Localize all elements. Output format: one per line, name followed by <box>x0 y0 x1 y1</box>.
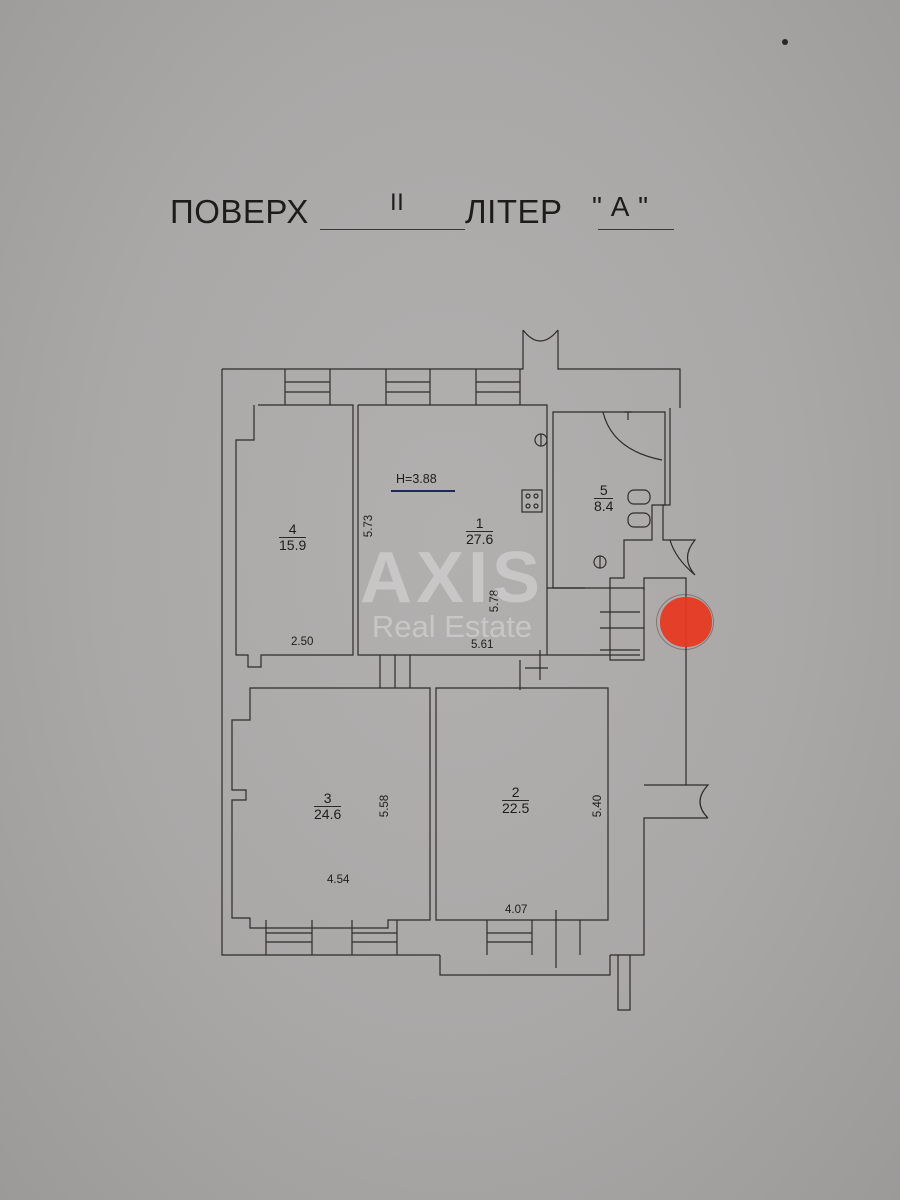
room-area: 27.6 <box>466 531 494 547</box>
room-number: 4 <box>279 522 307 538</box>
dim-room4-height: 5.73 <box>363 514 376 538</box>
room-2-label: 2 22.5 <box>502 785 530 816</box>
floor-value: II <box>390 189 405 216</box>
room-number: 2 <box>502 785 530 801</box>
room-number: 5 <box>594 483 614 499</box>
dim-room3-height: 5.58 <box>379 794 392 818</box>
dim-room3-width: 4.54 <box>327 874 350 886</box>
dim-room2-height: 5.40 <box>592 794 605 818</box>
outer-wall-left <box>221 369 440 956</box>
letter-value: " А " <box>592 191 649 222</box>
ink-speck <box>782 39 788 45</box>
outer-wall-top <box>222 330 681 408</box>
dim-room1-width: 5.61 <box>471 639 494 651</box>
red-stamp-mark <box>656 594 714 650</box>
floor-underline <box>320 229 465 230</box>
floor-label: ПОВЕРХ <box>170 193 309 230</box>
room-area: 24.6 <box>314 806 342 822</box>
letter-label: ЛІТЕР <box>465 193 563 230</box>
room-3-label: 3 24.6 <box>314 791 342 822</box>
ceiling-height-marker <box>391 490 455 492</box>
room-5-label: 5 8.4 <box>594 483 614 514</box>
dim-room1-height: 5.78 <box>489 589 502 613</box>
room-area: 8.4 <box>594 498 614 514</box>
room-4-label: 4 15.9 <box>279 522 307 553</box>
room-number: 1 <box>466 516 494 532</box>
dim-room2-width: 4.07 <box>505 904 528 916</box>
letter-underline <box>598 229 674 230</box>
room-1-label: 1 27.6 <box>466 516 494 547</box>
room-number: 3 <box>314 791 342 807</box>
room-area: 15.9 <box>279 537 307 553</box>
ceiling-height-label: H=3.88 <box>396 472 437 486</box>
room-area: 22.5 <box>502 800 530 816</box>
dim-room4-width: 2.50 <box>291 636 314 648</box>
